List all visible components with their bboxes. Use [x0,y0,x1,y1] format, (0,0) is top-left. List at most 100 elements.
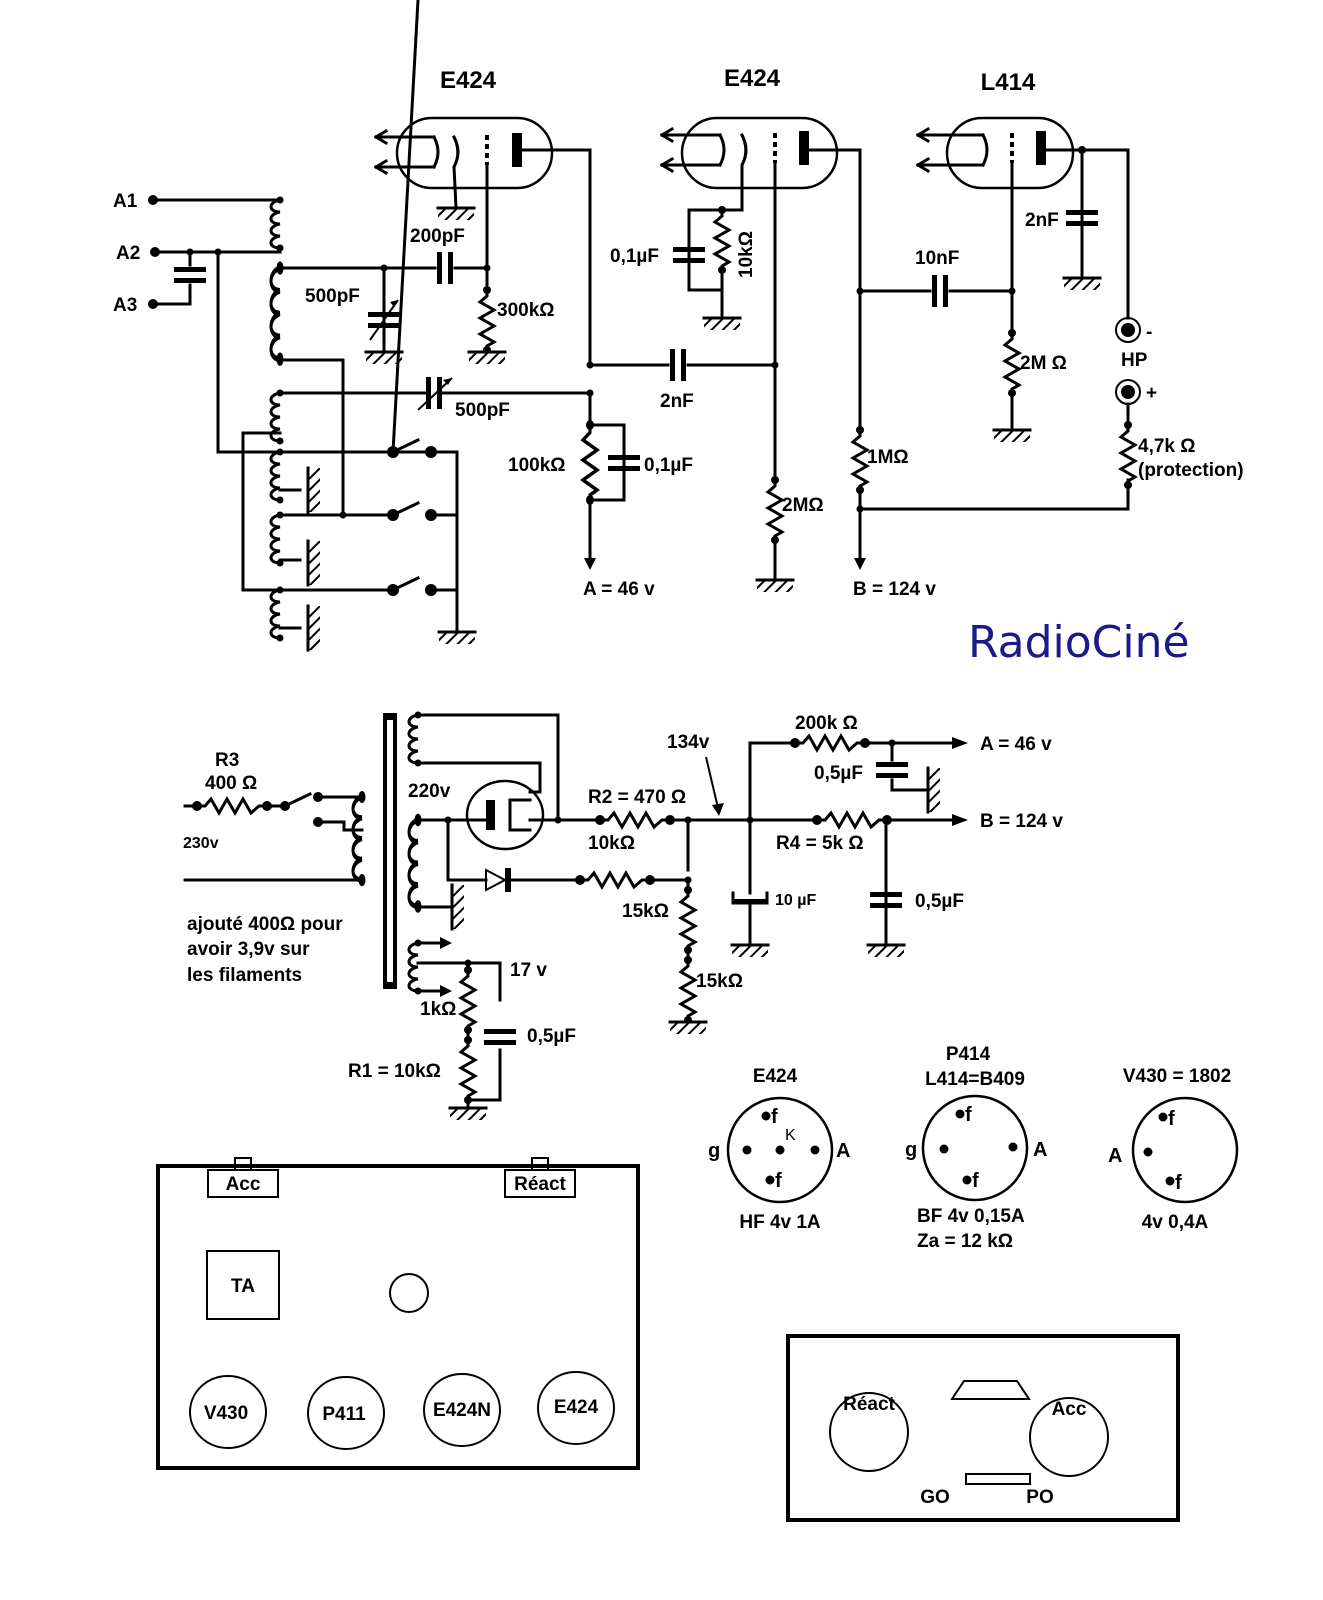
chassis-top-view: Acc Réact TA V430 P411 E424N E424 [156,1157,640,1470]
pin-f-top: f [1168,1108,1175,1130]
speaker-label: HP [1121,350,1148,371]
chassis-tube-p411: P411 [322,1404,366,1425]
stage2-grid-resistor: 2MΩ [755,474,824,594]
pinout-p414-spec-2: Za = 12 kΩ [917,1231,1013,1252]
label-c-plate3: 2nF [1025,210,1059,231]
pinout-e424-title: E424 [753,1066,798,1087]
tube-v3-symbol: 2nF [915,116,1130,332]
tube-label-v3: L414 [981,69,1036,96]
label-r-load2: 1MΩ [867,447,909,468]
pinout-v430-title: V430 = 1802 [1123,1066,1231,1087]
band-switch [387,0,477,646]
tube-label-v1: E424 [440,67,497,94]
label-c-grid: 200pF [410,226,465,247]
antenna-input: A1 A2 A3 200pF 500pF 30 [113,0,594,652]
label-supply-a: A = 46 v [583,579,655,600]
note-line-2: avoir 3,9v sur [187,939,310,960]
chassis-knob-react: Réact [514,1174,566,1195]
stage2-coupling: 10nF 2M Ω 1MΩ B = 124 v [851,248,1130,600]
label-mains: 230v [183,835,219,852]
pin-a: A [1108,1145,1122,1167]
pinouts: E424 f K g A f HF 4v 1A P414 L414=B409 f… [708,1044,1239,1252]
pin-f-bottom: f [775,1170,782,1192]
label-c-10: 10 µF [775,892,816,909]
label-r-prot: 4,7k Ω [1138,436,1196,457]
switch-label-go: GO [920,1487,950,1508]
pinout-p414-title-2: L414=B409 [925,1069,1025,1090]
label-r-grid3: 2M Ω [1020,353,1067,374]
label-c-couple2: 10nF [915,248,959,269]
label-r-div2: 15kΩ [696,971,743,992]
label-c-a: 0,5µF [814,763,863,784]
label-out-b: B = 124 v [980,811,1063,832]
label-secondary: 220v [408,781,451,802]
pin-f-top: f [771,1106,778,1128]
label-r-grid2: 2MΩ [782,495,824,516]
chassis-tube-v430: V430 [204,1403,248,1424]
label-c-couple1: 2nF [660,391,694,412]
label-c-load1: 0,1µF [644,455,693,476]
tube-v2-symbol: 0,1µF 10kΩ [610,116,862,482]
front-knob-acc: Acc [1052,1399,1087,1420]
label-r-load1: 100kΩ [508,455,566,476]
label-c-tune: 500pF [305,286,360,307]
pinout-v430: V430 = 1802 f A f 4v 0,4A [1108,1066,1239,1233]
pinout-p414-title-1: P414 [946,1044,991,1065]
speaker-plus: + [1146,383,1157,404]
brand-logo: RadioCiné [968,617,1190,668]
tube-v1-symbol [373,116,592,367]
label-r-cath: 10kΩ [736,231,757,278]
pin-g: g [708,1140,720,1162]
pinout-p414: P414 L414=B409 f g A f BF 4v 0,15A Za = … [905,1044,1047,1252]
stage1-load: 2nF 100kΩ 0,1µF A = 46 v [508,349,779,600]
label-c-b: 0,5µF [915,891,964,912]
power-supply-schematic: R3 400 Ω 230v 220v 10kΩ [183,710,1063,1122]
speaker-jacks: - HP + 4,7k Ω (protection) [1115,317,1244,511]
chassis-transformer: TA [231,1276,255,1297]
label-r1: R1 = 10kΩ [348,1061,441,1082]
label-c-react: 500pF [455,400,510,421]
label-r2: R2 = 470 Ω [588,787,686,808]
pin-f-bottom: f [1175,1172,1182,1194]
pin-k: K [785,1127,796,1144]
pin-g: g [905,1139,917,1161]
label-v-node: 134v [667,732,710,753]
terminal-a1: A1 [113,191,138,212]
pin-f-top: f [965,1104,972,1126]
label-r3-value: 400 Ω [205,773,257,794]
label-c-bias: 0,5µF [527,1026,576,1047]
chassis-tube-e424: E424 [554,1397,599,1418]
speaker-minus: - [1146,322,1152,343]
label-r-grid: 300kΩ [497,300,555,321]
label-r-1k: 1kΩ [420,999,456,1020]
front-panel-view: Réact Acc GO PO [786,1334,1180,1522]
pinout-e424: E424 f K g A f HF 4v 1A [708,1066,850,1233]
label-supply-b: B = 124 v [853,579,936,600]
label-r3-name: R3 [215,750,239,771]
pinout-v430-spec: 4v 0,4A [1142,1212,1209,1233]
switch-label-po: PO [1026,1487,1053,1508]
chassis-knob-acc: Acc [226,1174,261,1195]
pinout-e424-spec: HF 4v 1A [739,1212,821,1233]
label-c-cath: 0,1µF [610,246,659,267]
note-line-3: les filaments [187,965,302,986]
label-r-diode: 10kΩ [588,833,635,854]
label-r4: R4 = 5k Ω [776,833,864,854]
front-knob-react: Réact [843,1394,895,1415]
label-r-div1: 15kΩ [622,901,669,922]
pin-f-bottom: f [972,1170,979,1192]
receiver-schematic: E424 E424 L414 [113,0,1244,668]
pin-a: A [1033,1139,1047,1161]
label-r-prot-note: (protection) [1138,460,1244,481]
chassis-tube-e424n: E424N [433,1400,491,1421]
pin-a: A [836,1140,850,1162]
terminal-a2: A2 [116,243,140,264]
tube-label-v2: E424 [724,65,781,92]
terminal-a3: A3 [113,295,137,316]
pinout-p414-spec-1: BF 4v 0,15A [917,1206,1025,1227]
label-r-200k: 200k Ω [795,713,858,734]
label-v17: 17 v [510,960,547,981]
label-out-a: A = 46 v [980,734,1052,755]
note-line-1: ajouté 400Ω pour [187,914,343,935]
